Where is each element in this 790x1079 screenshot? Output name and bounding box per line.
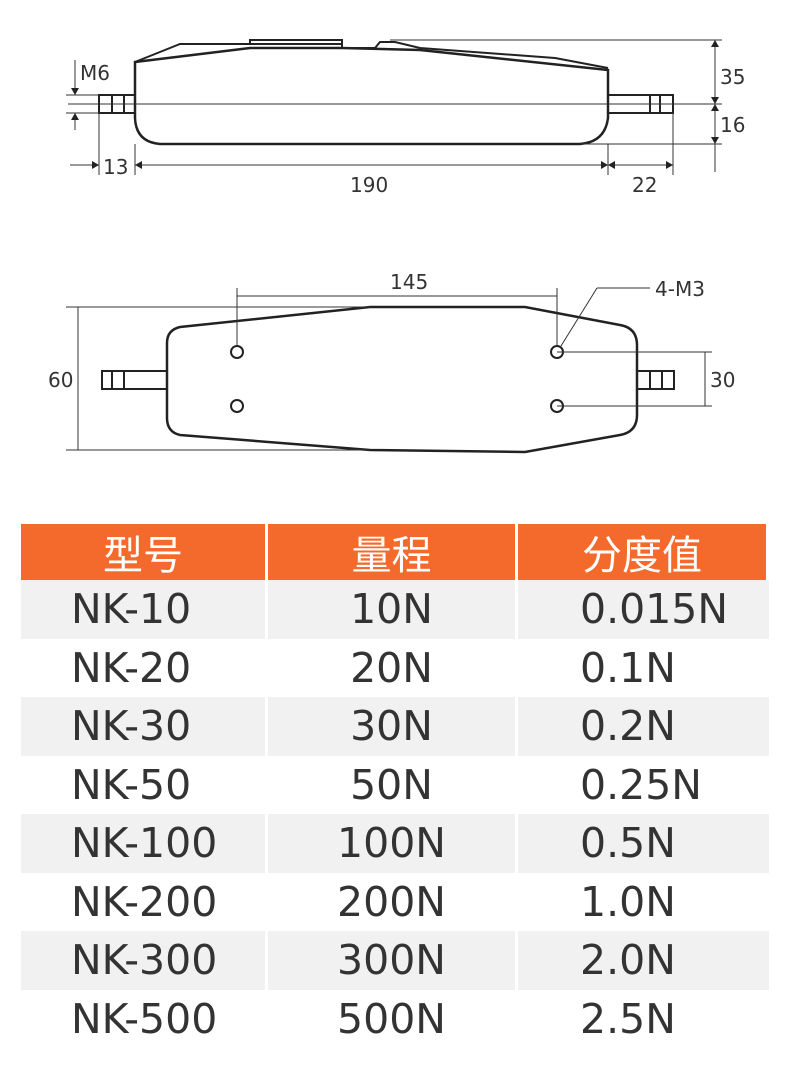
- mount-hole: [230, 345, 244, 359]
- cell-model: NK-200: [21, 872, 268, 931]
- thread-label: M6: [80, 61, 110, 85]
- dim-body-length: 190: [350, 173, 388, 197]
- dim-height-shaft: 16: [720, 113, 745, 137]
- cell-resolution: 0.1N: [518, 638, 769, 697]
- cell-resolution: 0.015N: [518, 580, 769, 639]
- cell-range: 20N: [268, 638, 518, 697]
- top-body: [165, 305, 639, 454]
- header-model: 型号: [21, 524, 268, 580]
- cell-model: NK-20: [21, 638, 268, 697]
- cell-range: 300N: [268, 931, 518, 990]
- cell-resolution: 0.5N: [518, 814, 769, 873]
- dim-left-shaft: 13: [103, 155, 128, 179]
- cell-range: 10N: [268, 580, 518, 639]
- cell-resolution: 1.0N: [518, 872, 769, 931]
- dim-hole-spacing: 145: [390, 270, 428, 294]
- cell-range: 50N: [268, 755, 518, 814]
- cell-model: NK-100: [21, 814, 268, 873]
- dim-hole-pitch: 30: [710, 368, 735, 392]
- cell-model: NK-50: [21, 755, 268, 814]
- header-range: 量程: [268, 524, 518, 580]
- cell-model: NK-10: [21, 580, 268, 639]
- cell-range: 500N: [268, 989, 518, 1048]
- cell-model: NK-300: [21, 931, 268, 990]
- cell-resolution: 2.0N: [518, 931, 769, 990]
- dim-right-shaft: 22: [632, 173, 657, 197]
- mount-hole: [230, 399, 244, 413]
- header-resolution: 分度值: [518, 524, 769, 580]
- dim-height-top: 35: [720, 65, 745, 89]
- dimension-drawing: M6 13 190 22 35 16: [48, 39, 745, 454]
- cell-model: NK-30: [21, 697, 268, 756]
- spec-table: 型号 量程 分度值 NK-10 10N 0.015N NK-20 20N 0.1…: [21, 524, 769, 1048]
- top-view: 145 4-M3 60 30: [48, 270, 735, 454]
- hole-callout: 4-M3: [655, 277, 705, 301]
- cell-resolution: 2.5N: [518, 989, 769, 1048]
- dim-width: 60: [48, 368, 73, 392]
- cell-resolution: 0.25N: [518, 755, 769, 814]
- cell-resolution: 0.2N: [518, 697, 769, 756]
- cell-model: NK-500: [21, 989, 268, 1048]
- cell-range: 30N: [268, 697, 518, 756]
- cell-range: 200N: [268, 872, 518, 931]
- side-body: [133, 46, 610, 146]
- side-view: M6 13 190 22 35 16: [66, 39, 745, 197]
- cell-range: 100N: [268, 814, 518, 873]
